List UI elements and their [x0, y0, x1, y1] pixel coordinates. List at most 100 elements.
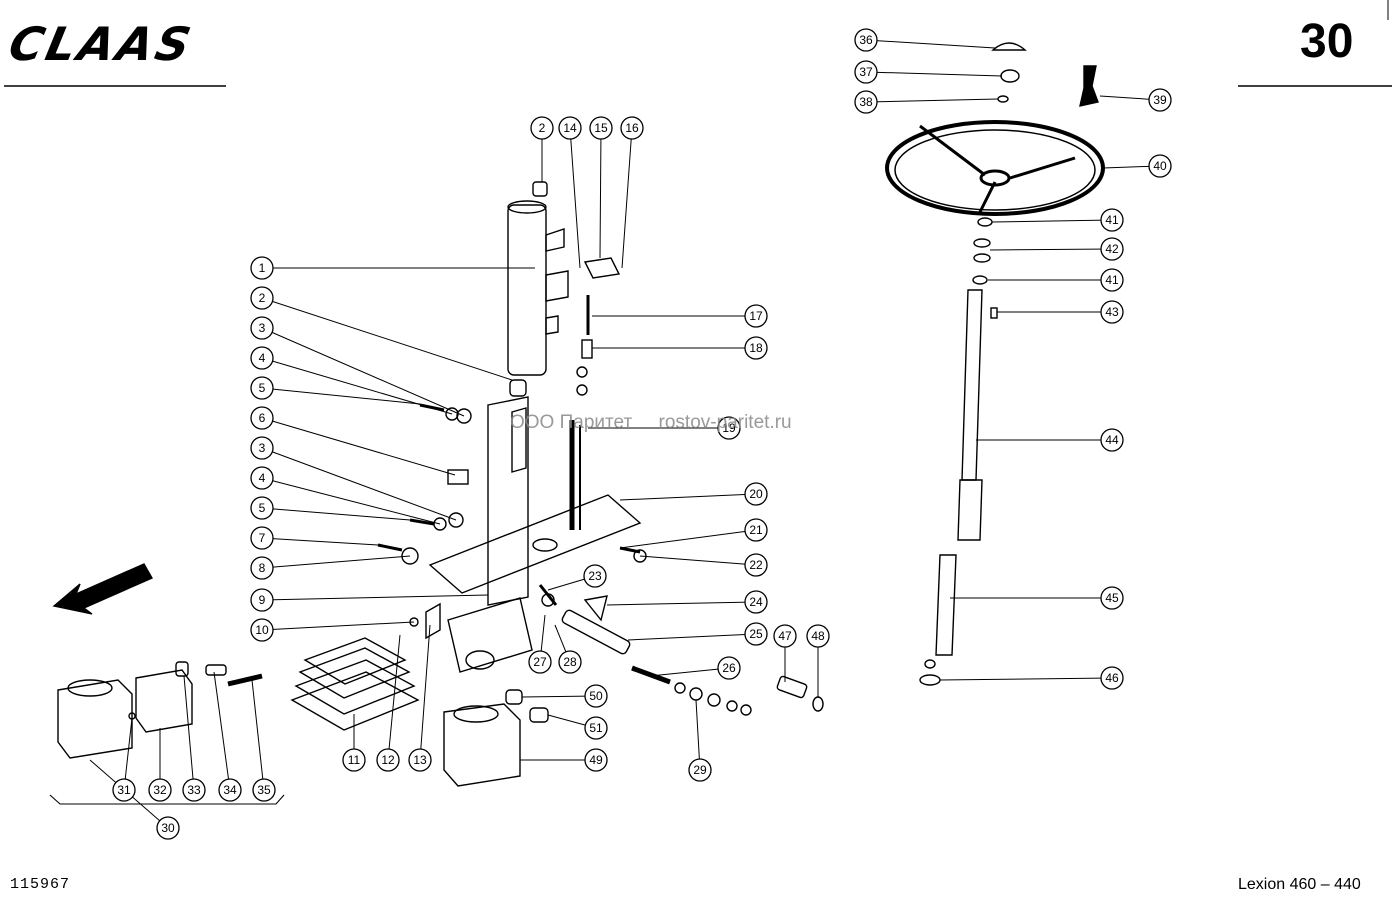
callout-number: 7	[259, 531, 266, 545]
callout-number: 9	[259, 593, 266, 607]
callout-circle	[250, 496, 274, 520]
callout-number: 34	[223, 783, 237, 797]
callout-circle	[250, 406, 274, 430]
callout-number: 38	[859, 95, 873, 109]
callout-circle	[528, 650, 552, 674]
valve-assembly-left	[57, 679, 133, 759]
callout-circle	[744, 622, 768, 646]
leader-line	[261, 537, 379, 546]
leader-line	[213, 671, 231, 791]
callout-36: 36	[854, 28, 878, 52]
callout-circle	[744, 590, 768, 614]
callout-39: 39	[1148, 88, 1172, 112]
callout-number: 50	[589, 689, 603, 703]
callout-circle	[589, 116, 613, 140]
callout-circle	[584, 748, 608, 772]
callout-number: 36	[859, 33, 873, 47]
callout-number: 37	[859, 65, 873, 79]
callout-number: 1	[259, 261, 266, 275]
clamp-plate	[583, 257, 621, 279]
leader-line	[261, 594, 489, 601]
leader-line	[865, 39, 996, 49]
callout-37: 37	[854, 60, 878, 84]
callout-number: 5	[259, 501, 266, 515]
leader-line	[261, 447, 457, 521]
callout-number: 30	[161, 821, 175, 835]
callout-48: 48	[806, 624, 830, 648]
callout-circle	[1100, 428, 1124, 452]
callout-circle	[620, 116, 644, 140]
callout-number: 40	[1153, 159, 1167, 173]
callout-13: 13	[408, 748, 432, 772]
callout-circle	[688, 758, 712, 782]
callout-number: 2	[539, 121, 546, 135]
callout-33: 33	[182, 778, 206, 802]
callout-number: 39	[1153, 93, 1167, 107]
leader-line	[865, 71, 1003, 77]
lever	[583, 595, 608, 622]
callout-circle	[773, 624, 797, 648]
leader-line	[261, 387, 421, 405]
clip	[447, 469, 469, 485]
callout-circle	[250, 526, 274, 550]
leader-line	[991, 219, 1113, 223]
callout-number: 46	[1105, 671, 1119, 685]
callout-number: 41	[1105, 273, 1119, 287]
callout-19: 19	[717, 416, 741, 440]
callout-circle	[806, 624, 830, 648]
callout-number: 15	[594, 121, 608, 135]
callout-4: 4	[250, 346, 274, 370]
leader-line	[261, 621, 415, 631]
callout-number: 41	[1105, 213, 1119, 227]
leader-line	[599, 127, 602, 259]
callout-circle	[250, 588, 274, 612]
callout-number: 28	[563, 655, 577, 669]
leader-line	[989, 248, 1113, 251]
callout-35: 35	[252, 778, 276, 802]
leader-line	[627, 633, 757, 641]
model-label: Lexion 460 – 440	[1238, 876, 1361, 893]
splined-shaft	[935, 554, 957, 656]
callout-16: 16	[620, 116, 644, 140]
callout-circle	[558, 116, 582, 140]
callout-number: 35	[257, 783, 271, 797]
leader-line	[261, 507, 411, 521]
callout-number: 23	[588, 569, 602, 583]
callout-number: 29	[693, 763, 707, 777]
callout-circle	[1100, 208, 1124, 232]
callout-49: 49	[584, 748, 608, 772]
callout-number: 6	[259, 411, 266, 425]
callout-28: 28	[558, 650, 582, 674]
callout-circle	[250, 286, 274, 310]
callout-number: 3	[259, 441, 266, 455]
callout-4: 4	[250, 466, 274, 490]
leader-line	[606, 601, 757, 606]
callout-2: 2	[530, 116, 554, 140]
column-drawing	[49, 42, 1105, 805]
leader-line	[621, 127, 633, 269]
callout-number: 18	[749, 341, 763, 355]
callout-circle	[250, 316, 274, 340]
callout-circle	[1100, 268, 1124, 292]
callout-number: 48	[811, 629, 825, 643]
leader-line	[649, 667, 730, 677]
callout-circle	[250, 466, 274, 490]
leader-line	[387, 634, 401, 761]
callout-number: 33	[187, 783, 201, 797]
callout-24: 24	[744, 590, 768, 614]
rubber-boot	[303, 637, 407, 685]
callout-43: 43	[1100, 300, 1124, 324]
callout-circle	[854, 60, 878, 84]
callout-29: 29	[688, 758, 712, 782]
callout-circle	[218, 778, 242, 802]
callout-number: 19	[722, 421, 736, 435]
callout-number: 47	[778, 629, 792, 643]
page-number: 30	[1300, 15, 1354, 68]
leader-line	[261, 555, 411, 569]
callout-number: 22	[749, 558, 763, 572]
callout-42: 42	[1100, 237, 1124, 261]
callout-number: 12	[381, 753, 395, 767]
callout-20: 20	[744, 482, 768, 506]
